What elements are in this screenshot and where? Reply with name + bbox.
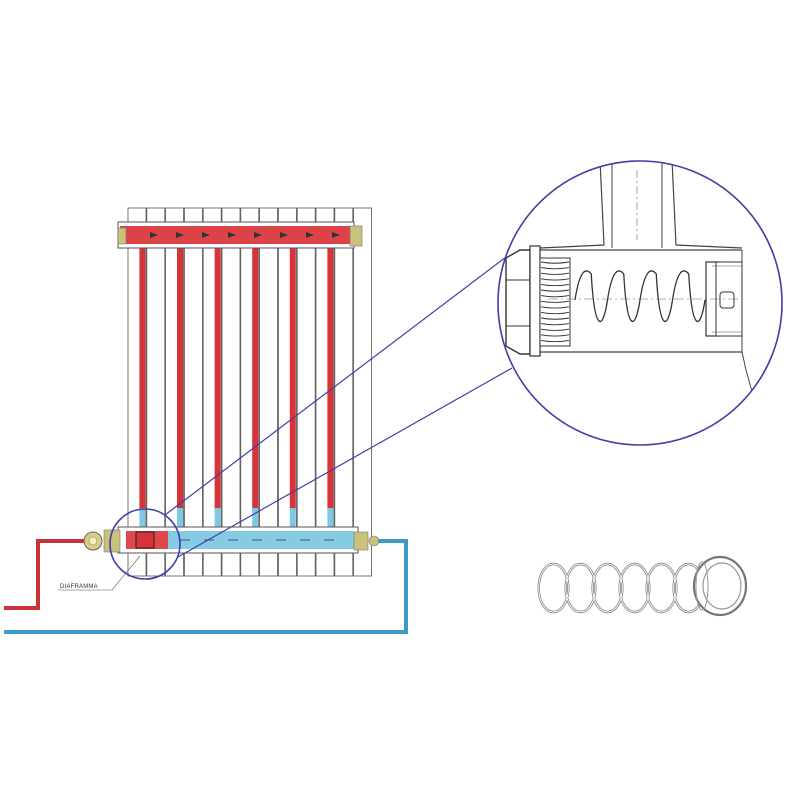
thread-line (540, 334, 570, 337)
thread-line (540, 295, 570, 298)
flow-arrow (254, 232, 262, 238)
supply-pipe (4, 539, 84, 610)
diaphragm-leader (58, 555, 141, 591)
flow-arrow (150, 232, 158, 238)
bottom-manifold (117, 526, 380, 554)
radiator-column (353, 207, 373, 577)
hot-riser (214, 248, 221, 510)
diaphragm-highlight-circle (109, 508, 181, 580)
flow-arrow (176, 232, 184, 238)
thread-line (540, 300, 570, 303)
flow-arrows-top (150, 232, 340, 238)
thread-line (540, 261, 570, 264)
flow-arrow (202, 232, 210, 238)
top-manifold (117, 221, 363, 249)
radiator-column (221, 207, 241, 577)
thread-line (540, 323, 570, 326)
thread-line (540, 283, 570, 287)
radiator-column (296, 207, 316, 577)
thread-line (540, 289, 570, 292)
thread-line (540, 317, 570, 320)
radiator-column (259, 207, 279, 577)
thread-line (540, 272, 570, 275)
thread-line (540, 267, 570, 270)
flow-arrow (280, 232, 288, 238)
spring-coil (574, 270, 706, 323)
radiator-columns (127, 207, 373, 577)
cold-riser (252, 508, 259, 530)
thread-line (540, 311, 570, 315)
return-pipe (4, 539, 408, 634)
spring-insert-icon (537, 555, 748, 617)
thread-line (540, 278, 570, 281)
inlet-valve (83, 529, 121, 553)
cold-riser (327, 508, 334, 530)
radiator-column (146, 207, 166, 577)
hot-riser (289, 248, 296, 510)
magnified-valve-detail (497, 160, 783, 446)
thread-lines (540, 261, 570, 343)
hot-riser (327, 248, 334, 510)
thread-line (540, 339, 570, 343)
radiator-column (183, 207, 203, 577)
cold-riser (139, 508, 146, 530)
flow-arrow (306, 232, 314, 238)
hot-riser (177, 248, 183, 510)
flow-arrow (332, 232, 340, 238)
flow-arrow (228, 232, 236, 238)
radiator-column (334, 207, 354, 577)
thread-line (540, 328, 570, 331)
cold-riser (177, 508, 183, 530)
thread-line (540, 306, 570, 309)
hot-riser (139, 248, 146, 510)
cold-riser (214, 508, 221, 530)
zoom-connector-top (164, 247, 519, 516)
cold-riser (289, 508, 296, 530)
diaphragm-label: DIAFRAMMA (60, 584, 98, 590)
zoom-connector-bottom (177, 367, 513, 558)
hot-riser (252, 248, 259, 510)
